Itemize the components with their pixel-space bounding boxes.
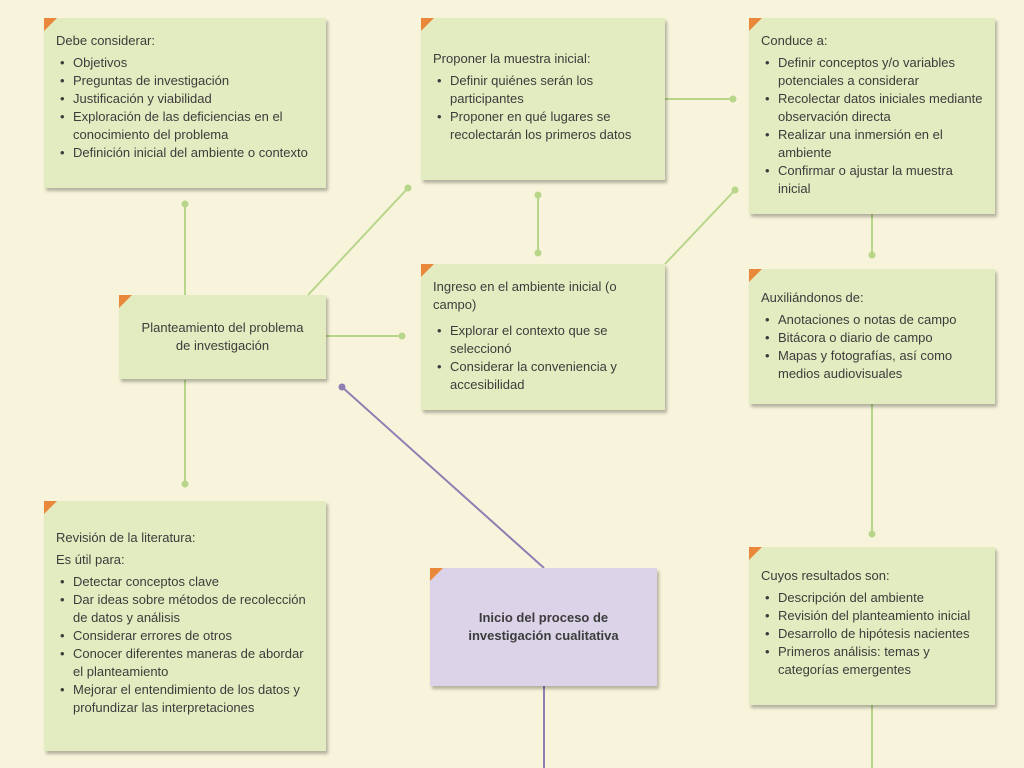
list-item: Proponer en qué lugares se recolectarán … <box>433 108 653 144</box>
box-title: Planteamiento del problema de investigac… <box>141 320 304 353</box>
list-item: Confirmar o ajustar la muestra inicial <box>761 162 983 198</box>
list-item: Mapas y fotografías, así como medios aud… <box>761 347 983 383</box>
connector-dot <box>534 249 542 257</box>
box-debe-considerar: Debe considerar: Objetivos Preguntas de … <box>44 18 326 188</box>
corner-marker <box>430 568 443 581</box>
box-title: Conduce a: <box>761 33 828 48</box>
connector-dot <box>338 383 346 391</box>
bullet-list: Detectar conceptos clave Dar ideas sobre… <box>56 573 314 717</box>
corner-marker <box>749 18 762 31</box>
list-item: Considerar errores de otros <box>56 627 314 645</box>
connector-dot <box>404 184 412 192</box>
list-item: Desarrollo de hipótesis nacientes <box>761 625 983 643</box>
bullet-list: Explorar el contexto que se seleccionó C… <box>433 322 653 394</box>
corner-marker <box>749 547 762 560</box>
list-item: Descripción del ambiente <box>761 589 983 607</box>
corner-marker <box>44 501 57 514</box>
list-item: Justificación y viabilidad <box>56 90 314 108</box>
bullet-list: Definir quiénes serán los participantes … <box>433 72 653 144</box>
box-title: Auxiliándonos de: <box>761 290 864 305</box>
list-item: Definición inicial del ambiente o contex… <box>56 144 314 162</box>
corner-marker <box>749 269 762 282</box>
box-title: Debe considerar: <box>56 33 155 48</box>
connector-dot <box>868 251 876 259</box>
box-title: Revisión de la literatura: <box>56 530 196 545</box>
box-planteamiento-problema: Planteamiento del problema de investigac… <box>119 295 326 379</box>
box-title: Ingreso en el ambiente inicial (o campo) <box>433 279 617 312</box>
connector-dot <box>731 186 739 194</box>
connector-planteamiento-proponer <box>307 187 409 296</box>
box-title: Cuyos resultados son: <box>761 568 890 583</box>
list-item: Bitácora o diario de campo <box>761 329 983 347</box>
list-item: Considerar la conveniencia y accesibilid… <box>433 358 653 394</box>
connector-ingreso-conduce <box>664 189 736 265</box>
box-title: Proponer la muestra inicial: <box>433 51 591 66</box>
list-item: Primeros análisis: temas y categorías em… <box>761 643 983 679</box>
list-item: Exploración de las deficiencias en el co… <box>56 108 314 144</box>
list-item: Definir conceptos y/o variables potencia… <box>761 54 983 90</box>
corner-marker <box>44 18 57 31</box>
bullet-list: Objetivos Preguntas de investigación Jus… <box>56 54 314 162</box>
list-item: Detectar conceptos clave <box>56 573 314 591</box>
list-item: Realizar una inmersión en el ambiente <box>761 126 983 162</box>
bullet-list: Definir conceptos y/o variables potencia… <box>761 54 983 198</box>
list-item: Mejorar el entendimiento de los datos y … <box>56 681 314 717</box>
box-title: Inicio del proceso de investigación cual… <box>468 610 619 643</box>
list-item: Recolectar datos iniciales mediante obse… <box>761 90 983 126</box>
list-item: Explorar el contexto que se seleccionó <box>433 322 653 358</box>
connector-dot <box>868 530 876 538</box>
box-inicio-proceso: Inicio del proceso de investigación cual… <box>430 568 657 686</box>
box-ingreso-ambiente: Ingreso en el ambiente inicial (o campo)… <box>421 264 665 410</box>
box-proponer-muestra: Proponer la muestra inicial: Definir qui… <box>421 18 665 180</box>
box-cuyos-resultados: Cuyos resultados son: Descripción del am… <box>749 547 995 705</box>
bullet-list: Descripción del ambiente Revisión del pl… <box>761 589 983 679</box>
connector-dot <box>398 332 406 340</box>
box-conduce-a: Conduce a: Definir conceptos y/o variabl… <box>749 18 995 214</box>
connector-dot <box>181 480 189 488</box>
list-item: Definir quiénes serán los participantes <box>433 72 653 108</box>
list-item: Conocer diferentes maneras de abordar el… <box>56 645 314 681</box>
connector-dot <box>181 200 189 208</box>
connector-inicio-planteamiento <box>341 386 545 569</box>
list-item: Revisión del planteamiento inicial <box>761 607 983 625</box>
corner-marker <box>421 18 434 31</box>
connector-dot <box>729 95 737 103</box>
corner-marker <box>119 295 132 308</box>
list-item: Dar ideas sobre métodos de recolección d… <box>56 591 314 627</box>
box-subtitle: Es útil para: <box>56 552 125 567</box>
box-revision-literatura: Revisión de la literatura: Es útil para:… <box>44 501 326 751</box>
bullet-list: Anotaciones o notas de campo Bitácora o … <box>761 311 983 383</box>
list-item: Preguntas de investigación <box>56 72 314 90</box>
list-item: Anotaciones o notas de campo <box>761 311 983 329</box>
box-auxiliandonos: Auxiliándonos de: Anotaciones o notas de… <box>749 269 995 404</box>
corner-marker <box>421 264 434 277</box>
list-item: Objetivos <box>56 54 314 72</box>
connector-dot <box>534 191 542 199</box>
